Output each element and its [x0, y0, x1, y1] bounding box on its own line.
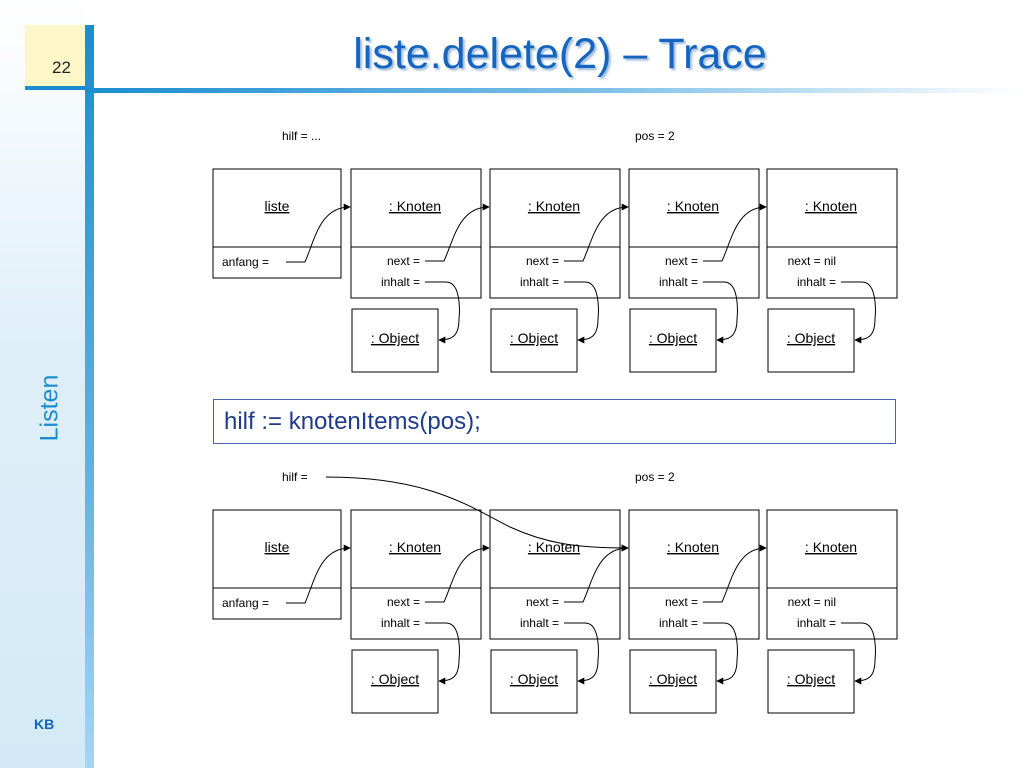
knoten-box — [350, 509, 482, 640]
knoten-title: : Knoten — [805, 539, 857, 555]
knoten-title: : Knoten — [389, 198, 441, 214]
next-field: next = — [387, 595, 420, 609]
vertical-accent-line — [85, 25, 94, 768]
inhalt-pointer — [564, 281, 599, 344]
inhalt-field: inhalt = — [520, 275, 559, 289]
inhalt-pointer — [425, 622, 460, 685]
inhalt-field: inhalt = — [659, 616, 698, 630]
knoten-box — [489, 509, 621, 640]
object-box — [490, 649, 578, 714]
next-pointer — [703, 203, 767, 262]
slide-number: 22 — [52, 58, 71, 77]
hilf-label: hilf = ... — [282, 129, 321, 143]
object-title: : Object — [510, 330, 558, 346]
knoten-node-3: : Knoten next = inhalt = : Object — [628, 509, 767, 714]
liste-box — [212, 509, 342, 620]
object-box — [767, 308, 855, 373]
knoten-title: : Knoten — [667, 198, 719, 214]
next-field: next = — [665, 254, 698, 268]
knoten-node-2: : Knoten next = inhalt = : Object — [489, 168, 629, 373]
inhalt-field: inhalt = — [381, 616, 420, 630]
title-underline — [85, 88, 1024, 93]
knoten-box — [766, 168, 898, 299]
object-box — [490, 308, 578, 373]
next-field: next = — [665, 595, 698, 609]
pos-label: pos = 2 — [635, 470, 675, 484]
hilf-pointer — [325, 476, 629, 552]
knoten-title: : Knoten — [805, 198, 857, 214]
knoten-node-2: : Knoten next = inhalt = : Object — [489, 509, 629, 714]
hilf-label: hilf = — [282, 470, 308, 484]
liste-box — [212, 168, 342, 279]
trace-diagram-1: hilf = ... pos = 2 liste anfang = : Knoten ne… — [212, 129, 898, 373]
next-field: next = — [526, 595, 559, 609]
inhalt-pointer — [564, 622, 599, 685]
knoten-box — [766, 509, 898, 640]
object-box — [351, 308, 439, 373]
object-box — [629, 649, 717, 714]
next-field: next = — [387, 254, 420, 268]
object-title: : Object — [510, 671, 558, 687]
inhalt-field: inhalt = — [659, 275, 698, 289]
next-field: next = — [526, 254, 559, 268]
knoten-node-4: : Knoten next = nil inhalt = : Object — [766, 168, 898, 373]
knoten-title: : Knoten — [389, 539, 441, 555]
object-title: : Object — [787, 330, 835, 346]
footer-initials: KB — [34, 716, 55, 732]
knoten-title: : Knoten — [528, 198, 580, 214]
inhalt-field: inhalt = — [797, 275, 836, 289]
inhalt-field: inhalt = — [381, 275, 420, 289]
sidebar-background — [0, 0, 85, 768]
next-pointer — [425, 203, 490, 262]
next-field: next = nil — [788, 254, 836, 268]
object-title: : Object — [371, 330, 419, 346]
knoten-title: : Knoten — [667, 539, 719, 555]
next-field: next = nil — [788, 595, 836, 609]
slide-title: liste.delete(2) – Trace — [353, 30, 767, 78]
anfang-pointer — [286, 544, 351, 604]
knoten-box — [628, 168, 760, 299]
trace-diagram-2: hilf = pos = 2 liste anfang = : Knoten next =… — [212, 470, 898, 714]
next-pointer — [564, 203, 629, 262]
pos-label: pos = 2 — [635, 129, 675, 143]
object-title: : Object — [649, 330, 697, 346]
inhalt-pointer — [841, 622, 876, 685]
liste-title: liste — [265, 198, 290, 214]
object-box — [351, 649, 439, 714]
knoten-node-3: : Knoten next = inhalt = : Object — [628, 168, 767, 373]
code-statement: hilf := knotenItems(pos); — [224, 408, 481, 435]
next-pointer — [564, 544, 629, 603]
knoten-node-4: : Knoten next = nil inhalt = : Object — [766, 509, 898, 714]
knoten-box — [489, 168, 621, 299]
inhalt-pointer — [425, 281, 460, 344]
inhalt-field: inhalt = — [797, 616, 836, 630]
inhalt-pointer — [841, 281, 876, 344]
object-title: : Object — [371, 671, 419, 687]
next-pointer — [425, 544, 490, 603]
inhalt-field: inhalt = — [520, 616, 559, 630]
anfang-field: anfang = — [222, 255, 269, 269]
liste-title: liste — [265, 539, 290, 555]
object-box — [767, 649, 855, 714]
anfang-field: anfang = — [222, 596, 269, 610]
code-statement-box: hilf := knotenItems(pos); — [213, 399, 896, 444]
knoten-box — [628, 509, 760, 640]
object-title: : Object — [787, 671, 835, 687]
slide-number-box — [25, 25, 85, 90]
inhalt-pointer — [703, 622, 738, 685]
inhalt-pointer — [703, 281, 738, 344]
object-box — [629, 308, 717, 373]
knoten-node-1: : Knoten next = inhalt = : Object — [350, 168, 490, 373]
next-pointer — [703, 544, 767, 603]
knoten-node-1: : Knoten next = inhalt = : Object — [350, 509, 490, 714]
knoten-title: : Knoten — [528, 539, 580, 555]
knoten-box — [350, 168, 482, 299]
anfang-pointer — [286, 203, 351, 263]
object-title: : Object — [649, 671, 697, 687]
